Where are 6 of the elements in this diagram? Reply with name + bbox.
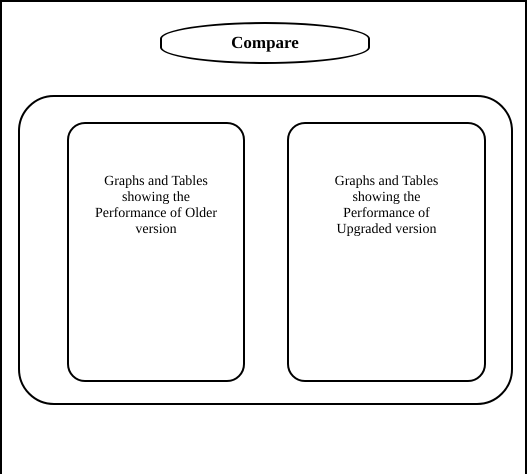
- panel-text: Graphs and Tables showing the Performance of Upgraded version: [334, 174, 440, 238]
- panel-text: Graphs and Tables showing the Performance of Older version: [94, 174, 218, 238]
- panel-box: [67, 122, 245, 382]
- title-text: Compare: [231, 32, 299, 54]
- panel-box: [287, 122, 486, 382]
- container-box: [18, 95, 513, 405]
